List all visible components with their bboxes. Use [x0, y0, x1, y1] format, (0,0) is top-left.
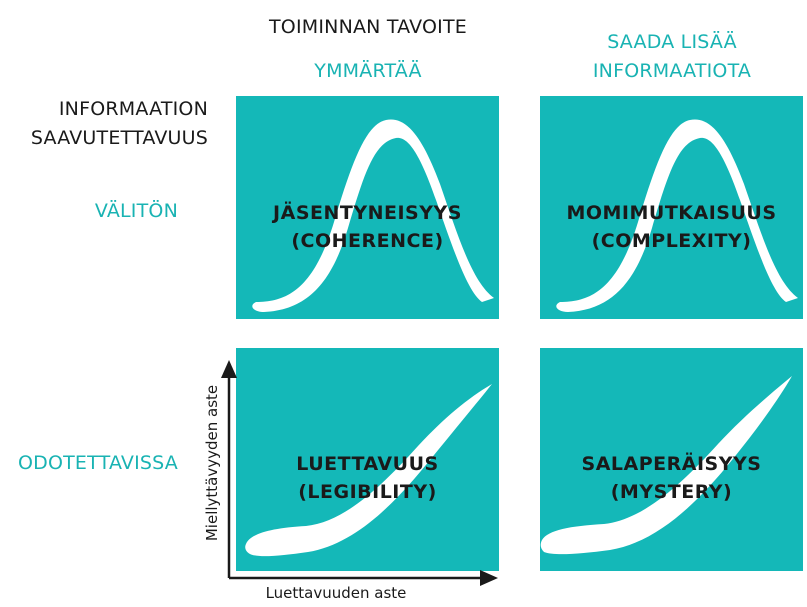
x-axis-label: Luettavuuden aste: [265, 584, 407, 602]
quadrant-mystery-subtitle: (MYSTERY): [610, 481, 733, 503]
bell-curve-icon: [252, 119, 494, 312]
quadrant-legibility-title: LUETTAVUUS: [296, 453, 439, 475]
quadrant-complexity-title: MOMIMUTKAISUUS: [566, 202, 777, 224]
column-label-more-info-line1: SAADA LISÄÄ: [607, 31, 737, 53]
quadrant-complexity: MOMIMUTKAISUUS (COMPLEXITY): [540, 96, 803, 319]
goal-title: TOIMINNAN TAVOITE: [269, 16, 467, 38]
quadrant-coherence-subtitle: (COHERENCE): [291, 230, 444, 252]
row-title-line2: SAAVUTETTAVUUS: [30, 127, 208, 149]
row-label-immediate: VÄLITÖN: [94, 200, 178, 222]
rising-curve-icon: [245, 384, 492, 557]
quadrant-coherence-title: JÄSENTYNEISYYS: [273, 202, 462, 224]
row-label-expected: ODOTETTAVISSA: [17, 452, 178, 474]
quadrant-legibility-subtitle: (LEGIBILITY): [298, 481, 437, 503]
x-axis-arrowhead-icon: [480, 570, 498, 586]
column-label-understand: YMMÄRTÄÄ: [314, 60, 422, 82]
quadrant-complexity-subtitle: (COMPLEXITY): [591, 230, 752, 252]
quadrant-coherence: JÄSENTYNEISYYS (COHERENCE): [236, 96, 499, 319]
bell-curve-icon: [556, 119, 798, 312]
y-axis-label: Miellyttävyyden aste: [203, 384, 221, 542]
quadrant-legibility: LUETTAVUUS (LEGIBILITY): [236, 348, 499, 571]
quadrant-mystery: SALAPERÄISYYS (MYSTERY): [540, 348, 803, 571]
quadrant-mystery-title: SALAPERÄISYYS: [581, 453, 762, 475]
column-label-more-info-line2: INFORMAATIOTA: [592, 60, 752, 82]
rising-curve-icon: [540, 376, 792, 555]
row-title-line1: INFORMAATION: [58, 98, 208, 120]
y-axis-arrowhead-icon: [221, 360, 237, 378]
